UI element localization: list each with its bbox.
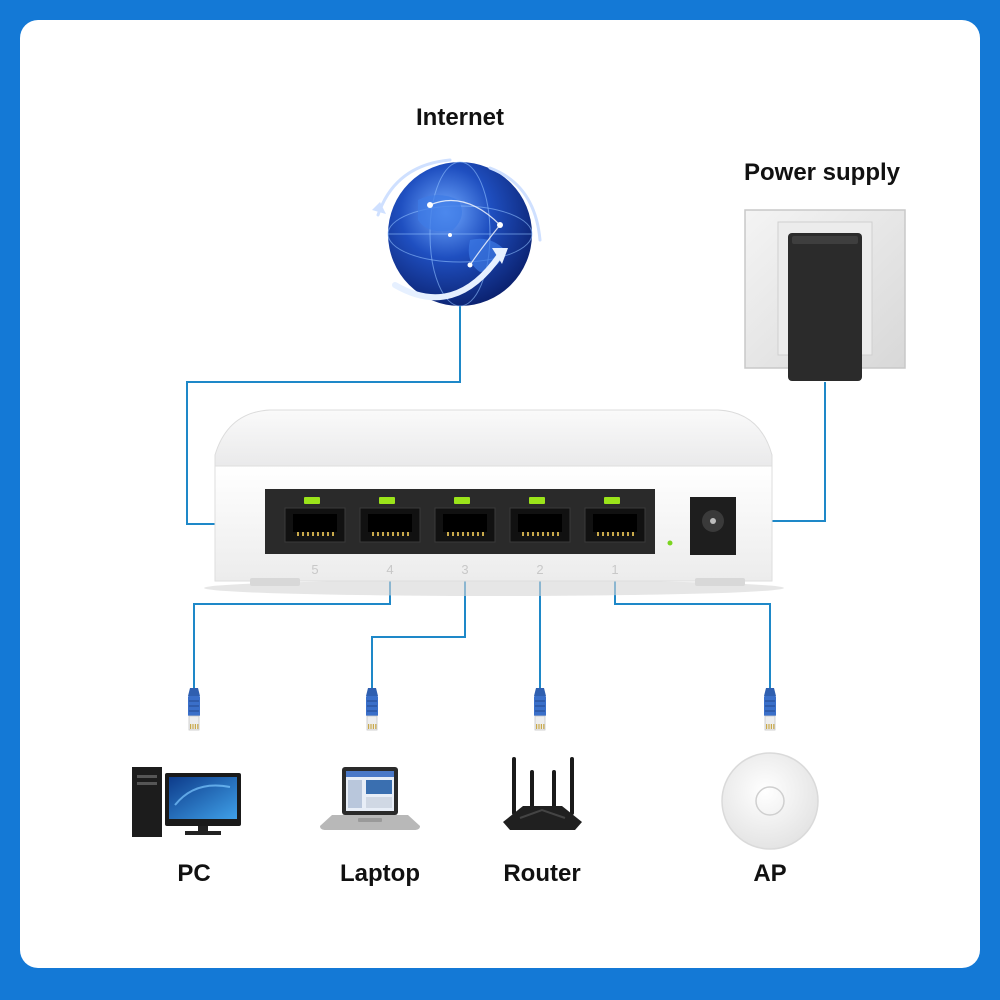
rj45-connector-icon — [366, 688, 378, 731]
rj45-connectors — [188, 688, 776, 731]
pc-icon — [132, 767, 241, 837]
ap-label: AP — [753, 860, 787, 887]
port-led — [529, 497, 545, 504]
port-number: 4 — [386, 562, 393, 577]
rj45-port-1 — [584, 497, 646, 543]
rj45-connector-icon — [534, 688, 546, 731]
port-led — [304, 497, 320, 504]
power-led — [667, 540, 673, 546]
rj45-connector-icon — [764, 688, 776, 731]
rj45-port-4 — [359, 497, 421, 543]
power-supply-label: Power supply — [743, 159, 901, 186]
port-led — [379, 497, 395, 504]
router-label: Router — [503, 860, 581, 887]
ethernet-switch: 5 4 3 2 1 — [204, 409, 784, 596]
globe-icon — [372, 158, 542, 307]
rj45-ports — [284, 497, 646, 543]
port-numbers: 5 4 3 2 1 — [311, 562, 618, 577]
port-led — [454, 497, 470, 504]
port-number: 2 — [536, 562, 543, 577]
router-icon — [503, 757, 582, 830]
laptop-icon — [320, 767, 420, 830]
laptop-label: Laptop — [340, 860, 420, 887]
internet-label: Internet — [415, 104, 505, 131]
access-point-icon — [721, 752, 819, 850]
rj45-connector-icon — [188, 688, 200, 731]
rj45-port-5 — [284, 497, 346, 543]
port-number: 3 — [461, 562, 468, 577]
rj45-port-3 — [434, 497, 496, 543]
port-led — [604, 497, 620, 504]
pc-label: PC — [177, 860, 211, 887]
power-outlet-icon — [744, 209, 906, 381]
port-number: 5 — [311, 562, 318, 577]
port-number: 1 — [611, 562, 618, 577]
rj45-port-2 — [509, 497, 571, 543]
